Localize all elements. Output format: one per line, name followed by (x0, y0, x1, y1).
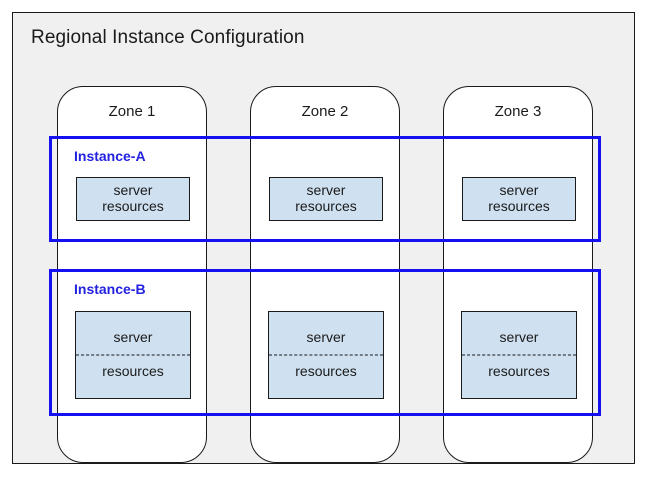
resource-line-bottom: resources (295, 198, 357, 214)
instance-label-b: Instance-B (74, 281, 146, 297)
resource-line-top: server (499, 329, 539, 346)
resource-line-bottom: resources (102, 363, 164, 379)
resource-line-top: server (306, 329, 346, 346)
page-title: Regional Instance Configuration (31, 27, 305, 48)
resource-line-bottom: resources (295, 363, 357, 379)
instance-band-a[interactable]: Instance-A (49, 136, 601, 242)
resource-box-b-zone2[interactable]: server resources (268, 311, 384, 399)
zone-label: Zone 2 (301, 103, 349, 120)
resource-line-bottom: resources (488, 363, 550, 379)
resource-line-top: server (499, 182, 539, 199)
resource-divider-icon (76, 354, 190, 356)
resource-box-b-zone1[interactable]: server resources (75, 311, 191, 399)
resource-box-b-zone3[interactable]: server resources (461, 311, 577, 399)
resource-line-bottom: resources (488, 198, 550, 214)
resource-line-top: server (306, 182, 346, 199)
zone-column-1[interactable]: Zone 1 (57, 86, 207, 463)
resource-box-a-zone1[interactable]: server resources (76, 177, 190, 221)
instance-band-b[interactable]: Instance-B (49, 269, 601, 416)
instance-label-a: Instance-A (74, 148, 146, 164)
zone-column-3[interactable]: Zone 3 (443, 86, 593, 463)
resource-line-top: server (113, 329, 153, 346)
resource-box-a-zone3[interactable]: server resources (462, 177, 576, 221)
resource-line-top: server (113, 182, 153, 199)
resource-box-a-zone2[interactable]: server resources (269, 177, 383, 221)
zone-label: Zone 3 (494, 103, 542, 120)
resource-divider-icon (269, 354, 383, 356)
diagram-frame: Regional Instance Configuration Zone 1 Z… (12, 12, 635, 464)
resource-divider-icon (462, 354, 576, 356)
zone-column-2[interactable]: Zone 2 (250, 86, 400, 463)
zone-label: Zone 1 (108, 103, 156, 120)
resource-line-bottom: resources (102, 198, 164, 214)
